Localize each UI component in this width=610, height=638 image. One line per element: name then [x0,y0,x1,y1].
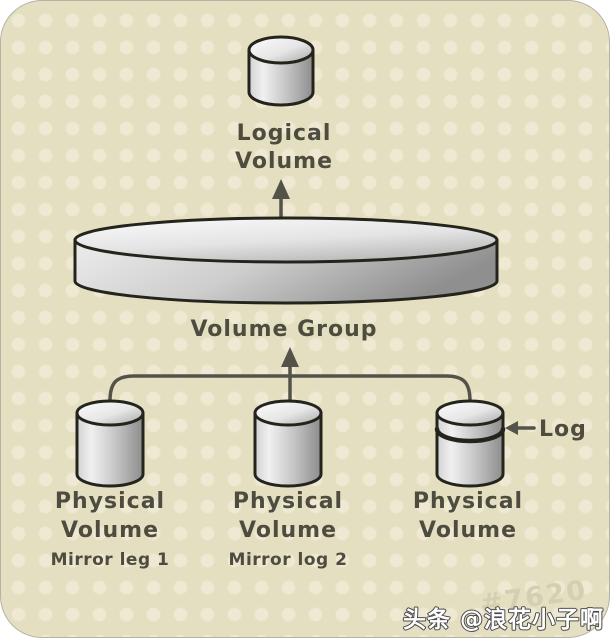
physical-volume-2-label-line1: Physical [233,489,343,514]
physical-volume-3-top [435,399,505,427]
logical-volume-label-line1: Logical [237,121,332,146]
arrow-volume-group-to-logical-volume [272,179,290,222]
physical-volume-3-label-line1: Physical [413,489,523,514]
logical-volume-cylinder [247,35,315,107]
physical-volume-1-caption: Mirror leg 1 [51,550,170,570]
arrow-left-icon [505,421,518,435]
logical-volume-cylinder-side [247,48,315,107]
log-label: Log [539,417,587,442]
physical-volume-2-label-line2: Volume [239,518,337,543]
physical-volume-3-cylinder [434,399,506,488]
physical-volume-1-cylinder [75,399,145,488]
physical-volume-2-caption: Mirror log 2 [229,550,348,570]
physical-volume-1-label-line1: Physical [55,489,165,514]
bracket-connector [108,374,472,403]
volume-group-label: Volume Group [190,317,377,342]
physical-volume-2-top [253,399,323,427]
arrow-physical-volumes-to-volume-group [281,347,299,405]
log-slice-divider [434,426,506,444]
logical-volume-label-line2: Volume [235,149,333,174]
physical-volume-2-cylinder [253,399,323,488]
physical-volume-1-top [75,399,145,427]
physical-volume-3-label-line2: Volume [419,518,517,543]
arrow-up-icon [272,179,290,199]
logical-volume-cylinder-top [247,35,315,65]
physical-volume-1-label-line2: Volume [61,518,159,543]
log-pointer-arrow [505,421,536,435]
volume-group-disk [73,216,499,305]
physical-volume-2-side [253,411,323,488]
volume-group-disk-top [73,216,499,264]
arrow-up-icon [281,347,299,367]
physical-volume-3-side [435,411,505,488]
physical-volume-1-side [75,411,145,488]
credit-watermark: 头条 @浪花小子啊 [403,606,604,633]
